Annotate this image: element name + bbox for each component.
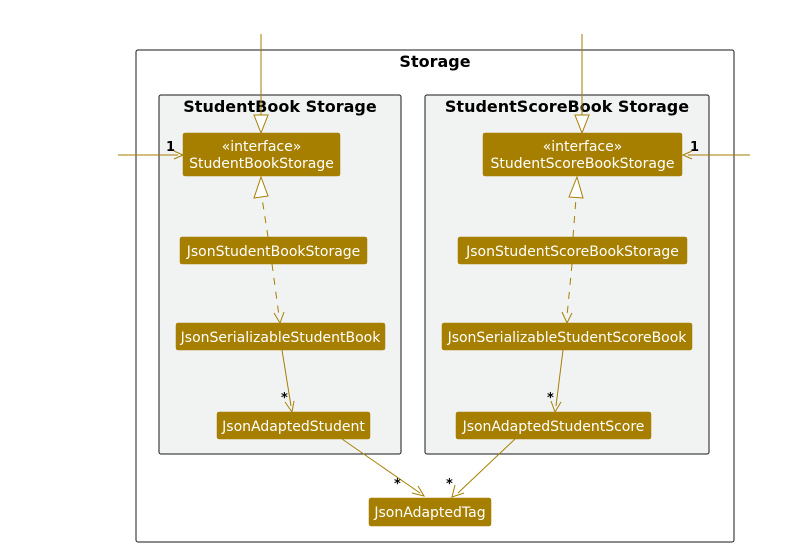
package-student-book-storage-title: StudentBook Storage <box>183 97 377 116</box>
realization-edge-json-student-score-book-storage <box>568 175 584 238</box>
association-edge-student-tag: * <box>341 438 426 497</box>
class-name: StudentBookStorage <box>189 156 334 172</box>
edges: 1 1 * * <box>118 34 750 498</box>
class-json-adapted-tag[interactable]: JsonAdaptedTag <box>368 497 492 527</box>
package-student-book-storage-frame <box>158 94 402 455</box>
class-json-student-score-book-storage[interactable]: JsonStudentScoreBookStorage <box>457 236 688 265</box>
class-json-serializable-student-book[interactable]: JsonSerializableStudentBook <box>175 322 386 351</box>
package-student-score-book-storage-title: StudentScoreBook Storage <box>445 97 689 116</box>
class-json-adapted-student[interactable]: JsonAdaptedStudent <box>216 411 371 440</box>
class-json-serializable-student-score-book[interactable]: JsonSerializableStudentScoreBook <box>441 322 693 351</box>
class-name: JsonSerializableStudentScoreBook <box>447 330 688 346</box>
multiplicity-label: 1 <box>166 140 175 155</box>
class-student-score-book-storage[interactable]: «interface» StudentScoreBookStorage <box>482 132 683 177</box>
package-student-score-book-storage: StudentScoreBook Storage <box>424 94 710 455</box>
class-name: StudentScoreBookStorage <box>491 156 675 172</box>
class-name: JsonAdaptedTag <box>373 505 485 521</box>
class-stereotype: «interface» <box>222 139 302 155</box>
class-name: JsonStudentBookStorage <box>186 244 361 260</box>
package-student-score-book-storage-frame <box>424 94 710 455</box>
nodes: «interface» StudentBookStorage JsonStude… <box>175 132 693 527</box>
multiplicity-label: * <box>394 477 401 492</box>
class-name: JsonSerializableStudentBook <box>180 330 382 346</box>
package-storage-title: Storage <box>399 52 470 71</box>
class-json-student-book-storage[interactable]: JsonStudentBookStorage <box>179 236 368 265</box>
association-edge-right-student-score-book-storage: 1 <box>681 140 750 160</box>
class-stereotype: «interface» <box>543 139 623 155</box>
class-student-book-storage[interactable]: «interface» StudentBookStorage <box>182 132 341 177</box>
class-name: JsonAdaptedStudentScore <box>462 419 645 435</box>
realization-edge-external-student-score-book-storage <box>574 34 590 135</box>
realization-edge-json-student-book-storage <box>253 175 269 238</box>
association-edge-student-score-tag: * <box>446 438 516 498</box>
package-student-book-storage: StudentBook Storage <box>158 94 402 455</box>
class-name: JsonAdaptedStudent <box>221 419 365 435</box>
multiplicity-label: 1 <box>690 140 699 155</box>
class-json-adapted-student-score[interactable]: JsonAdaptedStudentScore <box>455 411 652 440</box>
class-name: JsonStudentScoreBookStorage <box>465 244 679 260</box>
multiplicity-label: * <box>446 477 453 492</box>
multiplicity-label: * <box>281 391 288 406</box>
multiplicity-label: * <box>547 391 554 406</box>
realization-edge-external-student-book-storage <box>253 34 269 135</box>
